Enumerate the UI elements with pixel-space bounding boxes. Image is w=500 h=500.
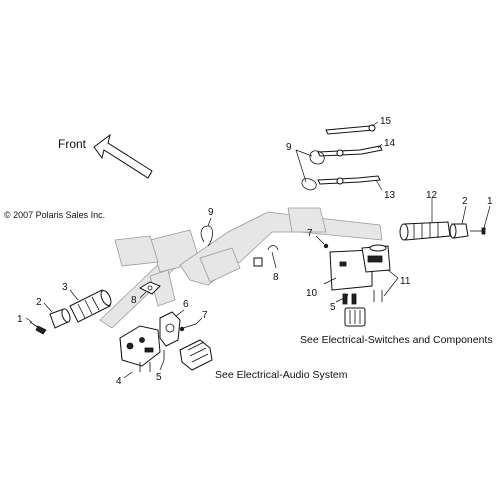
cable-loop-lower (301, 178, 317, 191)
callout-10: 10 (306, 288, 318, 299)
callout-11: 11 (400, 276, 411, 287)
cable-13 (317, 175, 381, 185)
left-bar-end-plug (49, 308, 71, 329)
clip-left (138, 281, 161, 295)
left-switch-housing (119, 325, 161, 367)
left-screw-7 (179, 323, 197, 332)
left-grip (69, 289, 112, 323)
bracket-part (159, 311, 181, 347)
audio-switch-pad (179, 339, 213, 371)
right-screws-5 (342, 293, 357, 305)
left-screws-5 (139, 350, 165, 372)
right-grip (399, 221, 451, 241)
callout-8-right: 8 (273, 272, 279, 283)
callout-1-left: 1 (17, 314, 23, 325)
callout-5-left: 5 (156, 372, 162, 383)
right-switch-pad (344, 307, 366, 327)
callout-2-right: 2 (462, 196, 468, 207)
right-screw-7 (315, 235, 329, 249)
cable-loop-upper (309, 150, 325, 165)
right-bar-end-screw (470, 227, 486, 235)
copyright-text: © 2007 Polaris Sales Inc. (4, 210, 105, 220)
callout-15: 15 (380, 116, 392, 127)
callout-8-left: 8 (131, 295, 137, 306)
callout-14: 14 (384, 138, 396, 149)
left-bar-end-screw (29, 321, 47, 335)
callout-2-left: 2 (36, 297, 42, 308)
reference-electrical-switches: See Electrical-Switches and Components (300, 334, 493, 346)
front-label: Front (58, 137, 87, 151)
cable-tie-mid (200, 225, 213, 247)
cable-14 (317, 145, 383, 157)
callout-9-mid: 9 (208, 207, 214, 218)
handlebar-ghost (99, 207, 383, 329)
clip-right (253, 245, 279, 267)
right-switch-housing (329, 244, 391, 291)
callout-5-right: 5 (330, 302, 336, 313)
leader-lines (25, 121, 491, 379)
callout-13: 13 (384, 190, 396, 201)
callout-7-right: 7 (307, 228, 313, 239)
cable-15 (325, 124, 376, 135)
reference-electrical-audio: See Electrical-Audio System (215, 369, 348, 381)
right-screws-11 (373, 290, 383, 302)
callout-6: 6 (183, 299, 189, 310)
callout-4: 4 (116, 376, 122, 387)
callout-7-left: 7 (202, 310, 208, 321)
front-arrow-icon (93, 133, 153, 179)
callout-3-left: 3 (62, 282, 68, 293)
callout-9-top: 9 (286, 142, 292, 153)
callout-12: 12 (426, 190, 438, 201)
callout-1-right: 1 (487, 196, 493, 207)
right-bar-end-plug (449, 223, 469, 239)
